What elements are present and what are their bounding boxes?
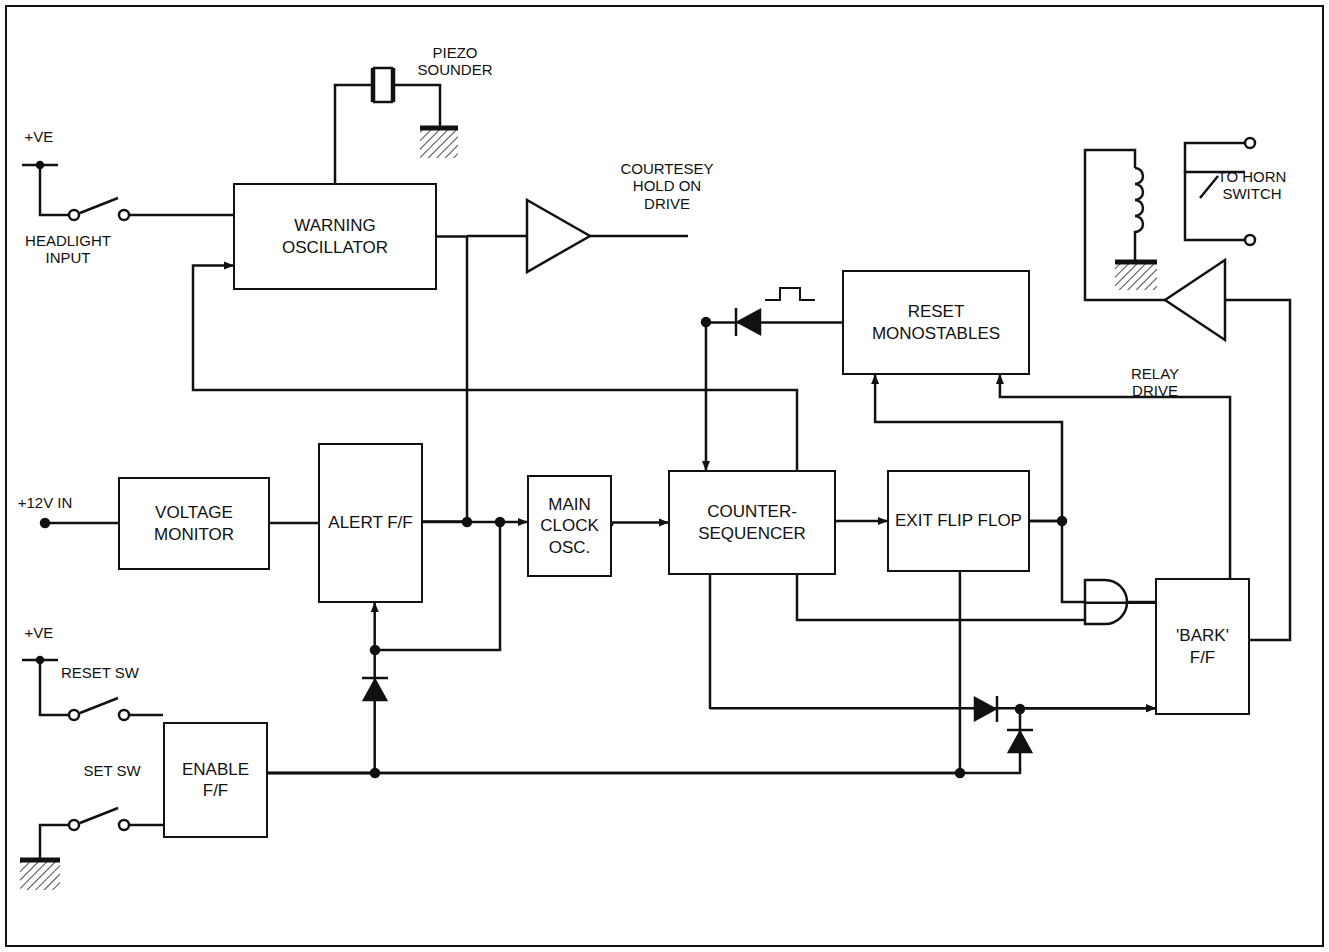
relay-coil bbox=[1135, 168, 1143, 262]
flip-flop-box: 'BARK' F/F bbox=[1155, 578, 1250, 715]
signal-label: COURTESEY HOLD ON DRIVE bbox=[612, 160, 722, 212]
signal-wire bbox=[710, 575, 1155, 709]
block-label: 'BARK' F/F bbox=[1163, 625, 1242, 668]
signal-wire bbox=[706, 323, 842, 471]
signal-wire bbox=[268, 603, 375, 773]
signal-wire bbox=[836, 521, 887, 523]
block-label: VOLTAGE MONITOR bbox=[126, 502, 262, 545]
signal-wire bbox=[612, 523, 668, 527]
signal-label: +VE bbox=[14, 128, 64, 145]
relay-amplifier bbox=[1165, 260, 1225, 340]
signal-label: SET SW bbox=[82, 762, 142, 779]
flip-flop-box: EXIT FLIP FLOP bbox=[887, 470, 1030, 572]
courtesy-wire bbox=[467, 235, 527, 238]
set-switch bbox=[40, 808, 163, 860]
oscillator-box: WARNING OSCILLATOR bbox=[233, 183, 437, 290]
flip-flop-box: ALERT F/F bbox=[318, 443, 423, 603]
block-label: ENABLE F/F bbox=[171, 759, 260, 802]
sequencer-box: COUNTER- SEQUENCER bbox=[668, 470, 836, 575]
clock-box: MAIN CLOCK OSC. bbox=[527, 475, 612, 577]
block-label: COUNTER- SEQUENCER bbox=[676, 501, 828, 544]
monitor-box: VOLTAGE MONITOR bbox=[118, 477, 270, 570]
and-output-wire bbox=[797, 575, 1085, 620]
signal-label: +12V IN bbox=[10, 494, 80, 511]
headlight-wire bbox=[40, 165, 233, 215]
signal-label: TO HORN SWITCH bbox=[1212, 168, 1292, 203]
flip-flop-box: ENABLE F/F bbox=[163, 722, 268, 838]
block-label: ALERT F/F bbox=[328, 512, 412, 533]
signal-label: RELAY DRIVE bbox=[1110, 365, 1200, 400]
reset-switch bbox=[40, 660, 163, 715]
block-label: MAIN CLOCK OSC. bbox=[535, 494, 604, 558]
border bbox=[6, 6, 1323, 946]
signal-wire bbox=[1000, 375, 1230, 578]
signal-wire bbox=[268, 708, 1155, 773]
signal-label: +VE bbox=[14, 624, 64, 641]
signal-wire bbox=[270, 522, 318, 525]
block-label: RESET MONOSTABLES bbox=[850, 301, 1022, 344]
signal-label: PIEZO SOUNDER bbox=[405, 44, 505, 79]
signal-label: HEADLIGHT INPUT bbox=[8, 232, 128, 267]
pulse-symbol bbox=[765, 288, 815, 300]
block-label: EXIT FLIP FLOP bbox=[895, 510, 1022, 531]
signal-label: RESET SW bbox=[60, 664, 140, 681]
block-label: WARNING OSCILLATOR bbox=[241, 215, 429, 258]
signal-wire bbox=[193, 265, 797, 470]
monostable-box: RESET MONOSTABLES bbox=[842, 270, 1030, 375]
signal-wire bbox=[1030, 521, 1155, 603]
amplifier-symbol bbox=[527, 200, 590, 272]
